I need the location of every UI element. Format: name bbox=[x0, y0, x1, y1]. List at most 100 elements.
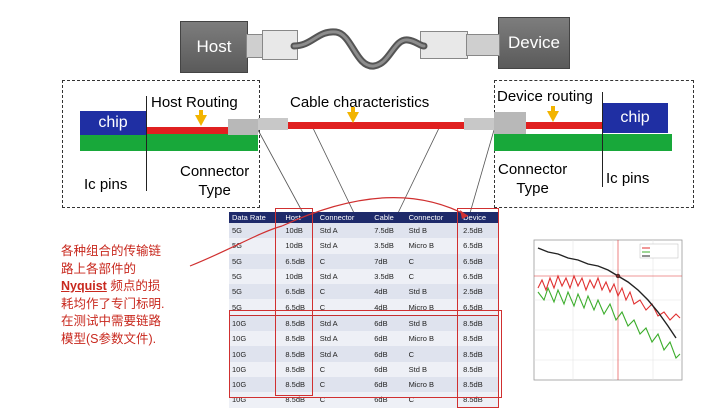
cell-connector-device: Std B bbox=[405, 361, 461, 377]
cell-device: 2.5dB bbox=[460, 223, 499, 239]
cell-cable: 6dB bbox=[371, 314, 406, 332]
annotation-line-6: 模型(S参数文件). bbox=[61, 331, 157, 346]
host-side-boundary bbox=[62, 80, 260, 208]
cell-cable: 6dB bbox=[371, 392, 406, 408]
host-routing-arrow-stem bbox=[199, 110, 203, 116]
device-routing-label: Device routing bbox=[497, 88, 593, 105]
annotation-line-4: 耗均作了专门标明. bbox=[61, 296, 165, 311]
cell-device: 8.5dB bbox=[460, 392, 499, 408]
cell-connector-device: Std B bbox=[405, 314, 461, 332]
device-connector bbox=[494, 112, 526, 134]
device-chip-label: chip bbox=[620, 109, 650, 126]
plot-frame bbox=[533, 239, 683, 381]
cell-host: 8.5dB bbox=[282, 314, 317, 332]
cell-host: 10dB bbox=[282, 268, 317, 285]
cell-device: 8.5dB bbox=[460, 376, 499, 393]
cell-connector-device: Micro B bbox=[405, 331, 461, 347]
device-routing-arrow-icon bbox=[547, 111, 559, 122]
cell-connector-device: Std B bbox=[405, 284, 461, 300]
host-connector bbox=[228, 119, 258, 135]
cell-host: 6.5dB bbox=[282, 253, 317, 269]
cell-connector-host: C bbox=[316, 392, 372, 408]
cell-cable: 6dB bbox=[371, 331, 406, 347]
device-receptacle bbox=[464, 118, 494, 130]
cell-device: 8.5dB bbox=[460, 314, 499, 332]
device-routing-arrow-stem bbox=[551, 106, 555, 112]
cell-device: 2.5dB bbox=[460, 284, 499, 300]
usb-cable bbox=[290, 28, 428, 70]
device-pcb bbox=[494, 134, 672, 151]
host-box: Host bbox=[180, 21, 248, 73]
annotation-line-3-rest: 频点的损 bbox=[106, 279, 161, 294]
cell-connector-device: Std B bbox=[405, 223, 461, 239]
device-label: Device bbox=[508, 33, 560, 52]
host-ic-pin-line bbox=[146, 96, 147, 191]
cell-device: 8.5dB bbox=[460, 361, 499, 377]
cell-host: 8.5dB bbox=[282, 361, 317, 377]
cell-connector-host: C bbox=[316, 361, 372, 377]
cell-host: 10dB bbox=[282, 223, 317, 239]
device-chip: chip bbox=[602, 103, 668, 133]
cell-host: 8.5dB bbox=[282, 331, 317, 347]
host-routing-trace bbox=[146, 127, 228, 134]
plot-curve-green bbox=[537, 286, 681, 359]
device-ic-pin-line bbox=[602, 92, 603, 187]
cell-device: 6.5dB bbox=[460, 268, 499, 285]
header-device: Device bbox=[460, 212, 499, 223]
cable-trace bbox=[288, 122, 464, 129]
host-routing-label: Host Routing bbox=[151, 94, 238, 111]
10g-rows-highlight bbox=[229, 310, 502, 398]
cell-device: 8.5dB bbox=[460, 346, 499, 362]
cell-connector-host: Std A bbox=[316, 331, 372, 347]
header-connector-host: Connector bbox=[316, 212, 372, 223]
cell-data-rate: 10G bbox=[229, 331, 283, 347]
cell-cable: 7dB bbox=[371, 253, 406, 269]
cell-connector-host: C bbox=[316, 376, 372, 393]
cell-cable: 4dB bbox=[371, 284, 406, 300]
nyquist-term: Nyquist bbox=[61, 279, 107, 294]
cell-cable: 6dB bbox=[371, 361, 406, 377]
cell-connector-host: Std A bbox=[316, 314, 372, 332]
cell-connector-host: C bbox=[316, 284, 372, 300]
cell-connector-device: Micro B bbox=[405, 299, 461, 316]
cell-device: 6.5dB bbox=[460, 299, 499, 316]
plot-curve-red bbox=[537, 274, 681, 321]
cell-data-rate: 10G bbox=[229, 361, 283, 377]
cell-host: 8.5dB bbox=[282, 392, 317, 408]
device-ic-pins-label: Ic pins bbox=[606, 170, 650, 187]
cell-cable: 6dB bbox=[371, 346, 406, 362]
plot-curve-black bbox=[537, 247, 677, 339]
cell-connector-device: C bbox=[405, 253, 461, 269]
cell-connector-host: Std A bbox=[316, 268, 372, 285]
cell-connector-device: C bbox=[405, 268, 461, 285]
cell-connector-host: Std A bbox=[316, 346, 372, 362]
host-chip: chip bbox=[80, 111, 146, 135]
cell-cable: 3.5dB bbox=[371, 238, 406, 254]
cell-cable: 3.5dB bbox=[371, 268, 406, 285]
host-ic-pins-label: Ic pins bbox=[84, 176, 128, 193]
header-cable: Cable bbox=[371, 212, 406, 223]
device-plug bbox=[466, 34, 500, 56]
cell-connector-host: Std A bbox=[316, 223, 372, 239]
host-receptacle bbox=[258, 118, 288, 130]
cell-connector-host: C bbox=[316, 299, 372, 316]
host-routing-arrow-icon bbox=[195, 115, 207, 126]
header-data-rate: Data Rate bbox=[229, 212, 283, 223]
host-label: Host bbox=[196, 37, 232, 56]
host-pcb bbox=[80, 134, 258, 151]
device-routing-trace bbox=[526, 122, 602, 129]
cable-arrow-stem bbox=[351, 107, 355, 113]
annotation-line-1: 各种组合的传输链 bbox=[61, 244, 162, 258]
cell-host: 6.5dB bbox=[282, 284, 317, 300]
device-column-highlight bbox=[457, 208, 499, 408]
cell-connector-device: Micro B bbox=[405, 376, 461, 393]
cell-connector-device: Micro B bbox=[405, 238, 461, 254]
cell-data-rate: 10G bbox=[229, 314, 283, 332]
